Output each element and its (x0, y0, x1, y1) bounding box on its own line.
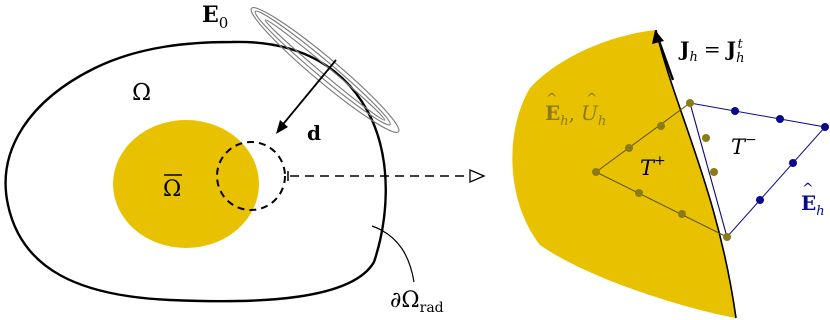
current-arrow (656, 37, 675, 81)
boundary-leader (371, 225, 415, 283)
label-omega-bar: Ω (163, 177, 181, 202)
hat-u-left: ^ (586, 91, 598, 107)
current-arrow-head (652, 30, 664, 44)
label-e0: E0 (202, 2, 228, 32)
hat-e-left: ^ (546, 91, 558, 107)
zoom-circle (216, 141, 286, 211)
navy-nodes (731, 107, 829, 204)
label-fields-left: Eh,Uh (545, 101, 606, 129)
direction-arrow (279, 59, 337, 129)
label-boundary: ∂Ωrad (390, 288, 444, 316)
label-t-plus: T+ (640, 153, 666, 180)
olive-nodes (592, 99, 731, 241)
incident-field-glyph (250, 7, 400, 133)
direction-arrow-head (276, 120, 288, 134)
label-omega: Ω (132, 80, 151, 106)
label-d: d (307, 121, 321, 145)
label-current: Jh=Jht (678, 37, 744, 66)
element-t-minus (689, 102, 826, 239)
label-t-minus: T− (731, 132, 757, 159)
material-interface (655, 29, 737, 319)
inner-scatterer (113, 120, 259, 248)
label-e-right: Eh (801, 191, 825, 219)
hat-e-right: ^ (802, 181, 814, 197)
zoom-arrow-head (469, 169, 486, 183)
material-region (512, 30, 736, 318)
